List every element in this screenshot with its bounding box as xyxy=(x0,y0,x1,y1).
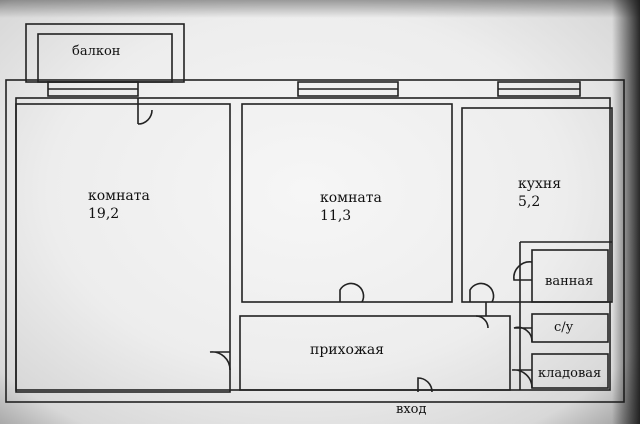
room-middle-area: 11,3 xyxy=(320,208,352,224)
photo-shadow-right xyxy=(612,0,640,424)
door-wc xyxy=(513,326,533,343)
room-large-walls xyxy=(15,103,231,393)
window-kitchen xyxy=(497,81,581,97)
window-room-middle xyxy=(297,81,399,97)
room-middle-label: комната xyxy=(320,190,382,206)
room-middle-walls xyxy=(241,103,453,303)
hallway-label: прихожая xyxy=(310,342,385,358)
door-bathroom xyxy=(513,261,533,281)
window-room-large xyxy=(47,81,139,97)
door-room-large xyxy=(209,351,231,371)
door-kitchen xyxy=(469,282,495,303)
storage-label: кладовая xyxy=(538,366,602,381)
wc-label: с/у xyxy=(554,320,574,335)
photo-shadow-top xyxy=(0,0,640,18)
door-room-middle xyxy=(339,282,365,303)
door-storage xyxy=(511,369,533,389)
door-balcony xyxy=(137,98,153,125)
balcony-label: балкон xyxy=(72,44,121,59)
door-entrance xyxy=(417,377,433,393)
storage-walls xyxy=(531,353,609,389)
entrance-label: вход xyxy=(396,402,427,417)
kitchen-label: кухня xyxy=(518,176,562,192)
kitchen-area: 5,2 xyxy=(518,194,541,210)
hallway-walls xyxy=(239,315,511,391)
bathroom-walls xyxy=(531,249,609,303)
bathroom-label: ванная xyxy=(545,274,594,289)
room-large-area: 19,2 xyxy=(88,206,120,222)
room-large-label: комната xyxy=(88,188,150,204)
